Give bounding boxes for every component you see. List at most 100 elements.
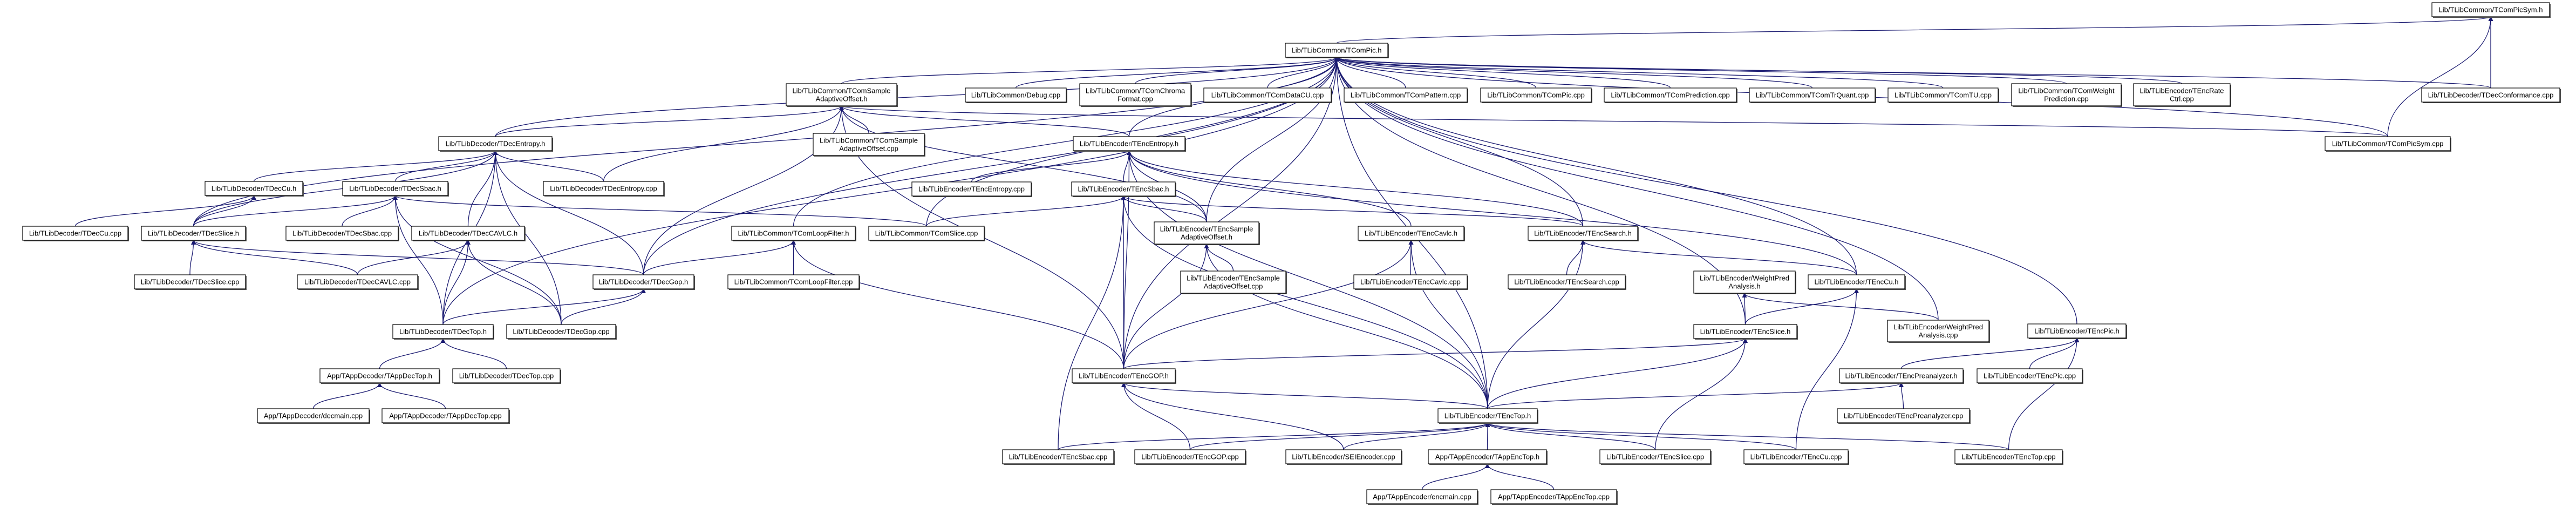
file-node[interactable]: Lib/TLibCommon/TComPicSym.h (2431, 2, 2551, 18)
file-node[interactable]: Lib/TLibEncoder/TEncSampleAdaptiveOffset… (1154, 221, 1260, 245)
file-node[interactable]: Lib/TLibDecoder/TDecCAVLC.cpp (297, 274, 419, 290)
node-box[interactable] (438, 136, 553, 151)
file-node[interactable]: Lib/TLibEncoder/TEncSampleAdaptiveOffset… (1180, 271, 1287, 294)
node-box[interactable] (1693, 271, 1796, 294)
node-box[interactable] (1344, 87, 1468, 103)
node-box[interactable] (1528, 226, 1638, 241)
node-box[interactable] (1079, 83, 1191, 106)
node-box[interactable] (543, 181, 664, 196)
file-node[interactable]: Lib/TLibDecoder/TDecCu.h (205, 181, 304, 197)
file-node[interactable]: Lib/TLibDecoder/TDecSbac.cpp (285, 226, 399, 241)
node-box[interactable] (965, 87, 1067, 103)
file-node[interactable]: App/TAppDecoder/TAppDecTop.cpp (381, 408, 510, 424)
file-node[interactable]: Lib/TLibDecoder/TDecEntropy.h (438, 136, 553, 152)
node-box[interactable] (2011, 83, 2122, 106)
node-box[interactable] (1353, 274, 1468, 289)
file-node[interactable]: Lib/TLibDecoder/TDecTop.cpp (452, 368, 561, 384)
node-box[interactable] (1604, 87, 1737, 103)
file-node[interactable]: Lib/TLibCommon/TComPic.cpp (1480, 87, 1592, 103)
file-node[interactable]: Lib/TLibEncoder/TEncGOP.cpp (1134, 449, 1246, 465)
file-node[interactable]: App/TAppEncoder/TAppEncTop.h (1428, 449, 1548, 465)
node-box[interactable] (1808, 274, 1905, 289)
node-box[interactable] (1073, 136, 1185, 151)
file-node[interactable]: Lib/TLibEncoder/TEncSbac.h (1071, 181, 1176, 197)
node-box[interactable] (1366, 489, 1478, 504)
file-node[interactable]: Lib/TLibCommon/TComPicSym.cpp (2325, 136, 2451, 152)
file-node[interactable]: Lib/TLibDecoder/TDecSlice.cpp (134, 274, 247, 290)
node-box[interactable] (1693, 324, 1797, 339)
file-node[interactable]: Lib/TLibDecoder/TDecConformance.cpp (2421, 87, 2561, 103)
node-box[interactable] (297, 274, 418, 289)
node-box[interactable] (319, 368, 440, 383)
node-box[interactable] (1134, 449, 1246, 464)
file-node[interactable]: App/TAppDecoder/decmain.cpp (257, 408, 370, 424)
file-node[interactable]: Lib/TLibEncoder/TEncTop.h (1437, 408, 1538, 424)
node-box[interactable] (506, 324, 616, 339)
file-node[interactable]: Lib/TLibCommon/TComTrQuant.cpp (1749, 87, 1876, 103)
file-node[interactable]: Lib/TLibDecoder/TDecGop.cpp (506, 324, 617, 340)
node-box[interactable] (205, 181, 303, 196)
node-box[interactable] (1358, 226, 1464, 241)
node-box[interactable] (22, 226, 128, 241)
file-node[interactable]: Lib/TLibEncoder/TEncPic.cpp (1977, 368, 2083, 384)
node-box[interactable] (1428, 449, 1547, 464)
node-box[interactable] (1437, 408, 1538, 423)
node-box[interactable] (1599, 449, 1711, 464)
node-box[interactable] (1887, 320, 1989, 342)
node-box[interactable] (1285, 449, 1402, 464)
file-node[interactable]: Lib/TLibCommon/Debug.cpp (965, 87, 1067, 103)
file-node[interactable]: Lib/TLibEncoder/TEncPreanalyzer.cpp (1837, 408, 1971, 424)
node-box[interactable] (1071, 181, 1176, 197)
file-node[interactable]: Lib/TLibEncoder/TEncTop.cpp (1954, 449, 2063, 465)
file-node[interactable]: Lib/TLibCommon/TComSampleAdaptiveOffset.… (786, 83, 898, 107)
node-box[interactable] (1839, 368, 1964, 383)
file-node[interactable]: Lib/TLibEncoder/TEncSearch.h (1528, 226, 1639, 241)
node-box[interactable] (868, 226, 985, 241)
file-node[interactable]: Lib/TLibEncoder/TEncSbac.cpp (1002, 449, 1115, 465)
file-node[interactable]: App/TAppDecoder/TAppDecTop.h (319, 368, 440, 384)
file-node[interactable]: Lib/TLibEncoder/TEncSearch.cpp (1508, 274, 1626, 290)
file-node[interactable]: Lib/TLibEncoder/TEncCavlc.cpp (1353, 274, 1468, 290)
file-node[interactable]: Lib/TLibDecoder/TDecSlice.h (141, 226, 247, 241)
node-box[interactable] (1887, 87, 1999, 103)
node-box[interactable] (134, 274, 246, 289)
node-box[interactable] (2421, 87, 2560, 103)
file-node[interactable]: Lib/TLibCommon/TComSlice.cpp (868, 226, 985, 241)
node-box[interactable] (1508, 274, 1626, 289)
file-node[interactable]: Lib/TLibDecoder/TDecCu.cpp (22, 226, 129, 241)
file-node[interactable]: Lib/TLibEncoder/TEncEntropy.h (1073, 136, 1186, 152)
node-box[interactable] (257, 408, 370, 423)
file-node[interactable]: Lib/TLibCommon/TComPrediction.cpp (1604, 87, 1737, 103)
file-node[interactable]: Lib/TLibDecoder/TDecTop.h (392, 324, 494, 340)
file-node[interactable]: Lib/TLibEncoder/TEncCu.h (1808, 274, 1906, 290)
node-box[interactable] (452, 368, 561, 383)
file-node[interactable]: Lib/TLibDecoder/TDecSbac.h (342, 181, 449, 197)
file-node[interactable]: Lib/TLibEncoder/TEncCavlc.h (1358, 226, 1465, 241)
node-box[interactable] (381, 408, 509, 423)
file-node[interactable]: Lib/TLibDecoder/TDecEntropy.cpp (543, 181, 665, 197)
node-box[interactable] (342, 181, 448, 196)
file-node[interactable]: Lib/TLibCommon/TComDataCU.cpp (1203, 87, 1332, 103)
node-box[interactable] (1154, 221, 1259, 245)
node-box[interactable] (285, 226, 399, 241)
file-node[interactable]: Lib/TLibDecoder/TDecGop.h (592, 274, 695, 290)
file-node[interactable]: Lib/TLibEncoder/TEncCu.cpp (1743, 449, 1849, 465)
file-node[interactable]: Lib/TLibEncoder/TEncSlice.h (1693, 324, 1798, 340)
node-box[interactable] (727, 274, 860, 289)
node-box[interactable] (1203, 87, 1332, 103)
node-box[interactable] (911, 181, 1032, 197)
file-node[interactable]: Lib/TLibEncoder/TEncGOP.h (1072, 368, 1176, 384)
file-node[interactable]: Lib/TLibEncoder/TEncPreanalyzer.h (1839, 368, 1964, 384)
file-node[interactable]: Lib/TLibEncoder/TEncSlice.cpp (1599, 449, 1712, 465)
node-box[interactable] (1285, 43, 1388, 58)
file-node[interactable]: Lib/TLibEncoder/TEncPic.h (2027, 323, 2127, 339)
node-box[interactable] (1002, 449, 1114, 464)
file-node[interactable]: Lib/TLibCommon/TComPic.h (1285, 43, 1389, 58)
node-box[interactable] (2325, 136, 2451, 151)
file-node[interactable]: Lib/TLibCommon/TComLoopFilter.h (731, 226, 856, 241)
node-box[interactable] (1954, 449, 2063, 464)
node-box[interactable] (2133, 83, 2231, 106)
